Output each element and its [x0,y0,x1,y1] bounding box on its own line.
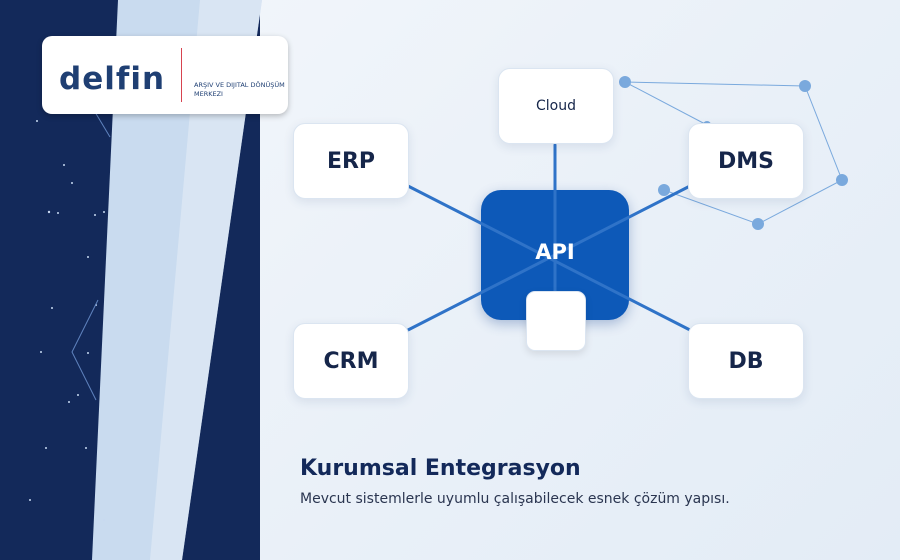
logo-divider [181,48,182,102]
node-dms: DMS [688,123,804,199]
node-db: DB [688,323,804,399]
logo-card: delfin Arşiv ve Dijital Dönüşüm Merkezi [42,36,288,114]
section-title: Kurumsal Entegrasyon [300,456,581,481]
logo-wordmark: delfin [59,61,166,97]
api-hub-label: API [535,240,575,264]
node-erp: ERP [293,123,409,199]
connector-crm-dms [406,184,692,332]
api-hub-port [526,291,586,351]
node-crm: CRM [293,323,409,399]
logo-tagline: Arşiv ve Dijital Dönüşüm Merkezi [194,81,285,98]
star-field [29,111,111,521]
node-cloud: Cloud [498,68,614,144]
section-description: Mevcut sistemlerle uyumlu çalışabilecek … [300,491,730,507]
